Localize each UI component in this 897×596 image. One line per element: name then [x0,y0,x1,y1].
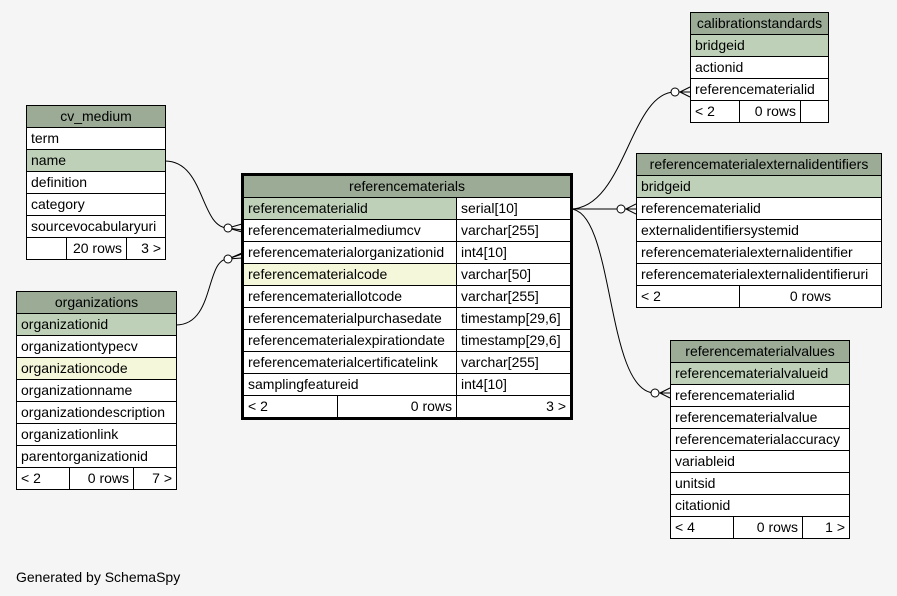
children-count[interactable]: 1 > [801,516,851,539]
column-organizationname[interactable]: organizationname [15,379,178,402]
column-referencematerialid[interactable]: referencematerialid [669,384,851,407]
column-actionid[interactable]: actionid [690,56,829,79]
column-definition[interactable]: definition [25,171,167,194]
column-type: int4[10] [456,373,572,396]
column-unitsid[interactable]: unitsid [669,472,851,495]
parents-count[interactable]: < 2 [242,395,338,419]
column-referencematerialexternalidentifier[interactable]: referencematerialexternalidentifier [635,241,883,264]
row-count: 20 rows [66,237,127,260]
link-referencematerials-to-values [569,208,670,394]
row-count: 0 rows [739,100,801,123]
column-type: serial[10] [456,197,572,220]
children-count [800,100,829,123]
generated-by-text: Generated by SchemaSpy [16,569,181,585]
column-organizationlink[interactable]: organizationlink [15,423,178,446]
column-referencematerialvalueid[interactable]: referencematerialvalueid [669,362,851,385]
column-referencematerialid[interactable]: referencematerialid [690,78,829,101]
column-referencematerialaccuracy[interactable]: referencematerialaccuracy [669,428,851,451]
optional-marker [650,388,660,398]
column-organizationcode[interactable]: organizationcode [15,357,178,380]
column-organizationdescription[interactable]: organizationdescription [15,401,178,424]
column-externalidentifiersystemid[interactable]: externalidentifiersystemid [635,219,883,242]
column-type: varchar[255] [456,219,572,242]
table-cv-medium[interactable]: cv_medium term name definition category … [25,105,167,260]
table-organizations[interactable]: organizations organizationid organizatio… [15,291,178,490]
column-type: timestamp[29,6] [456,329,572,352]
optional-marker [670,87,680,97]
column-term[interactable]: term [25,127,167,150]
parents-count[interactable]: < 2 [636,285,740,308]
row-count: 0 rows [738,285,883,308]
column-referencematerialexternalidentifieruri[interactable]: referencematerialexternalidentifieruri [635,263,883,286]
column-type: varchar[50] [456,263,572,286]
table-calibrationstandards[interactable]: calibrationstandards bridgeid actionid r… [690,12,829,123]
column-referencematerialmediumcv[interactable]: referencematerialmediumcv [242,219,457,242]
table-title[interactable]: cv_medium [25,105,167,128]
children-count[interactable]: 7 > [132,467,178,490]
table-title[interactable]: referencematerials [242,174,572,198]
column-referencematerialpurchasedate[interactable]: referencematerialpurchasedate [242,307,457,330]
column-type: timestamp[29,6] [456,307,572,330]
optional-marker [616,204,626,214]
column-referencematerialcertificatelink[interactable]: referencematerialcertificatelink [242,351,457,374]
column-referencematerialexpirationdate[interactable]: referencematerialexpirationdate [242,329,457,352]
row-count: 0 rows [69,467,134,490]
parents-count[interactable]: < 2 [16,467,70,490]
column-variableid[interactable]: variableid [669,450,851,473]
column-parentorganizationid[interactable]: parentorganizationid [15,445,178,468]
column-type: varchar[255] [456,285,572,308]
children-count[interactable]: 3 > [456,395,572,419]
column-samplingfeatureid[interactable]: samplingfeatureid [242,373,457,396]
column-referencematerialvalue[interactable]: referencematerialvalue [669,406,851,429]
column-sourcevocabularyuri[interactable]: sourcevocabularyuri [25,215,167,238]
column-referencemateriallotcode[interactable]: referencemateriallotcode [242,285,457,308]
column-type: int4[10] [456,241,572,264]
table-referencematerialvalues[interactable]: referencematerialvalues referencemateria… [669,340,851,539]
table-title[interactable]: calibrationstandards [690,12,829,35]
parents-count[interactable]: < 2 [690,100,740,123]
table-title[interactable]: referencematerialvalues [669,340,851,363]
column-organizationid[interactable]: organizationid [15,313,178,336]
children-count[interactable]: 3 > [125,237,167,260]
column-referencematerialid[interactable]: referencematerialid [635,197,883,220]
parents-count [26,237,67,260]
row-count: 0 rows [337,395,457,419]
column-referencematerialid[interactable]: referencematerialid [242,197,457,220]
optional-marker [223,254,233,264]
link-cv-medium-to-referencematerials [164,160,243,231]
table-title[interactable]: organizations [15,291,178,314]
column-bridgeid[interactable]: bridgeid [690,34,829,57]
column-bridgeid[interactable]: bridgeid [635,175,883,198]
link-referencematerials-to-calibrationstandards [569,91,690,210]
optional-marker [223,223,233,233]
link-organizations-to-referencematerials [175,253,243,326]
column-type: varchar[255] [456,351,572,374]
table-title[interactable]: referencematerialexternalidentifiers [635,153,883,176]
column-referencematerialorganizationid[interactable]: referencematerialorganizationid [242,241,457,264]
column-category[interactable]: category [25,193,167,216]
column-name[interactable]: name [25,149,167,172]
parents-count[interactable]: < 4 [670,516,734,539]
column-citationid[interactable]: citationid [669,494,851,517]
table-referencematerialexternalidentifiers[interactable]: referencematerialexternalidentifiers bri… [635,153,883,308]
column-organizationtypecv[interactable]: organizationtypecv [15,335,178,358]
row-count: 0 rows [733,516,803,539]
column-referencematerialcode[interactable]: referencematerialcode [242,263,457,286]
